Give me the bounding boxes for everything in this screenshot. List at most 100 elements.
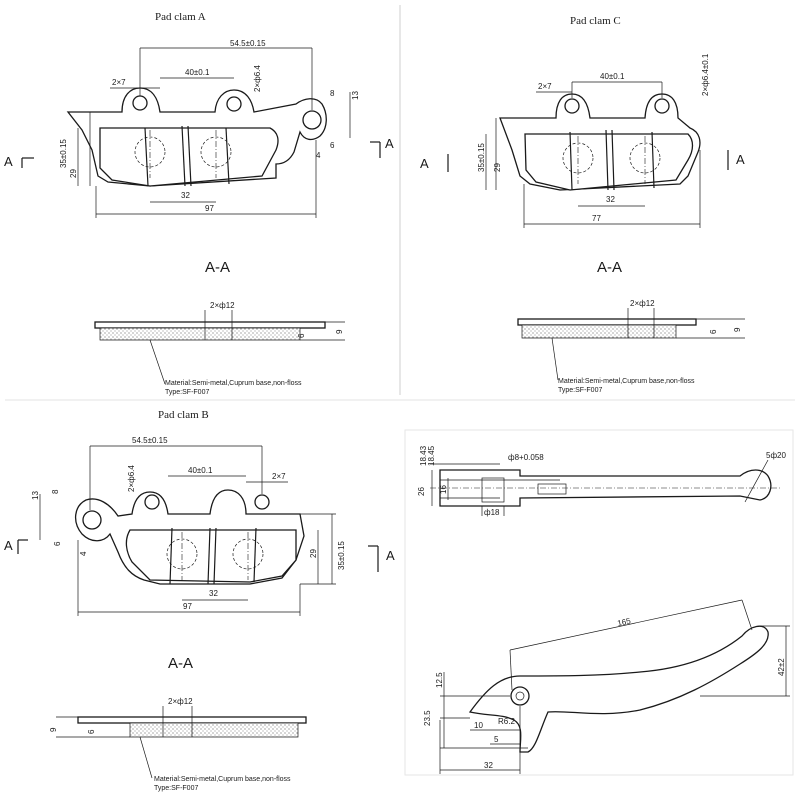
pad-c-slot-2b bbox=[611, 129, 615, 191]
pad-b-dim-545: 54.5±0.15 bbox=[132, 436, 168, 445]
pad-b-section-dim-9: 9 bbox=[49, 727, 58, 732]
pad-c-piston-circle-left bbox=[562, 142, 594, 174]
pad-b-pin-hole bbox=[82, 510, 102, 530]
pad-c-section-plate bbox=[517, 318, 697, 326]
pad-c-section-label-right: A bbox=[736, 152, 745, 167]
pad-c-piston-circle-right bbox=[629, 142, 661, 174]
pad-a-piston-circle-right bbox=[200, 136, 232, 168]
pad-b-dim-2x7: 2×7 bbox=[272, 472, 286, 481]
lever-pivot-outer bbox=[510, 686, 530, 706]
pad-b-dim-32: 32 bbox=[209, 589, 218, 598]
pad-c-mount-hole-right bbox=[654, 98, 670, 114]
pad-a-section-dim-6: 6 bbox=[297, 333, 306, 338]
pad-c-leader bbox=[551, 337, 559, 381]
pad-a-section-label-left: A bbox=[4, 154, 13, 169]
pad-b-slot-3 bbox=[253, 527, 257, 583]
pad-a-section-hole-dim: 2×ф12 bbox=[210, 301, 235, 310]
pad-b-mount-hole-left bbox=[144, 494, 160, 510]
pad-b-leader bbox=[139, 736, 153, 779]
lever-dim-1845: 18.45 bbox=[427, 445, 436, 466]
lever-dim-235: 23.5 bbox=[423, 710, 432, 726]
pad-clam-a-panel: Pad clam A 54.5±0.15 40±0.1 2×7 2×ф6.4 8 bbox=[4, 11, 394, 396]
pad-c-dim-29: 29 bbox=[493, 163, 502, 172]
lever-ext-165-b bbox=[741, 599, 753, 631]
lever-dim-r62: R6.2 bbox=[498, 717, 515, 726]
lever-ext-165-a bbox=[509, 649, 513, 691]
pad-a-dim-8: 8 bbox=[330, 89, 335, 98]
pad-c-slot-1 bbox=[569, 131, 573, 191]
pad-a-dim-29: 29 bbox=[69, 169, 78, 178]
pad-a-dim-35: 35±0.15 bbox=[59, 139, 68, 168]
pad-c-dim-32: 32 bbox=[606, 195, 615, 204]
pad-c-dim-hole: 2×ф6.4±0.1 bbox=[701, 53, 710, 96]
pad-b-section-friction bbox=[129, 722, 299, 738]
lever-top-view bbox=[439, 469, 772, 507]
pad-b-dim-35: 35±0.15 bbox=[337, 541, 346, 570]
lever-top-slot bbox=[537, 483, 567, 495]
pad-b-friction-block bbox=[125, 529, 297, 583]
pad-c-section-title: A-A bbox=[597, 259, 622, 276]
pad-a-slot-2b bbox=[187, 125, 192, 187]
pad-b-section-dim-6: 6 bbox=[87, 729, 96, 734]
pad-b-material: Material:Semi-metal,Cuprum base,non-flos… bbox=[154, 776, 291, 783]
lever-panel-border bbox=[404, 429, 794, 776]
pad-a-slot-1 bbox=[144, 127, 149, 187]
pad-b-dim-6: 6 bbox=[53, 541, 62, 546]
pad-a-section-title: A-A bbox=[205, 259, 230, 276]
lever-dim-165: 165 bbox=[617, 616, 632, 628]
lever-dim-42: 42±2 bbox=[777, 658, 786, 676]
pad-c-material: Material:Semi-metal,Cuprum base,non-flos… bbox=[558, 378, 695, 385]
lever-dim-1843: 18.43 bbox=[419, 445, 428, 466]
pad-b-mount-hole-right bbox=[254, 494, 270, 510]
pad-a-dim-2x7: 2×7 bbox=[112, 78, 126, 87]
pad-b-section-title: A-A bbox=[168, 655, 193, 672]
pad-a-piston-circle-left bbox=[134, 136, 166, 168]
pad-b-slot-2b bbox=[213, 527, 217, 585]
lever-dim-phi8: ф8+0.058 bbox=[508, 453, 544, 462]
pad-b-slot-1 bbox=[169, 527, 173, 585]
pad-a-pin-hole bbox=[302, 110, 322, 130]
lever-dim-32: 32 bbox=[484, 761, 493, 770]
pad-a-section-friction bbox=[99, 327, 301, 341]
pad-b-dim-40: 40±0.1 bbox=[188, 466, 213, 475]
pad-a-dim-97: 97 bbox=[205, 204, 214, 213]
lever-dim-10: 10 bbox=[474, 721, 483, 730]
pad-b-dim-97: 97 bbox=[183, 602, 192, 611]
pad-a-dim-hole: 2×ф6.4 bbox=[253, 65, 262, 92]
lever-dim-phi18: ф18 bbox=[484, 508, 500, 517]
pad-c-dim-35: 35±0.15 bbox=[477, 143, 486, 172]
lever-dim-26: 26 bbox=[417, 487, 426, 496]
lever-dim-5: 5 bbox=[494, 735, 499, 744]
lever-panel: 18.43 18.45 ф8+0.058 5ф20 26 16 ф18 165 … bbox=[417, 445, 790, 774]
pad-c-section-dim-9: 9 bbox=[733, 327, 742, 332]
pad-a-mount-hole-right bbox=[226, 96, 242, 112]
pad-c-section-hole-dim: 2×ф12 bbox=[630, 299, 655, 308]
pad-a-dim-6: 6 bbox=[330, 141, 335, 150]
pad-a-mount-hole-left bbox=[132, 95, 148, 111]
lever-dim-125: 12.5 bbox=[435, 672, 444, 688]
pad-c-section-friction bbox=[521, 324, 677, 339]
lever-pivot-inner bbox=[515, 691, 525, 701]
pad-c-mount-hole-left bbox=[564, 98, 580, 114]
pad-a-slot-2a bbox=[181, 125, 186, 187]
lever-dim-16: 16 bbox=[439, 485, 448, 494]
pad-c-dim-2x7: 2×7 bbox=[538, 82, 552, 91]
pad-b-dim-13: 13 bbox=[31, 491, 40, 500]
pad-b-title: Pad clam B bbox=[158, 409, 209, 421]
pad-a-leader bbox=[149, 339, 166, 385]
lever-top-leader bbox=[744, 459, 769, 503]
pad-b-piston-circle-left bbox=[166, 538, 198, 570]
pad-c-title: Pad clam C bbox=[570, 15, 621, 27]
pad-c-dim-40: 40±0.1 bbox=[600, 72, 625, 81]
pad-b-dim-4: 4 bbox=[79, 551, 88, 556]
pad-a-slot-3 bbox=[225, 127, 230, 185]
pad-c-section-dim-6: 6 bbox=[709, 329, 718, 334]
pad-a-section-label-right: A bbox=[385, 136, 394, 151]
pad-c-type: Type:SF-F007 bbox=[558, 387, 602, 394]
pad-a-material: Material:Semi-metal,Cuprum base,non-flos… bbox=[165, 380, 302, 387]
pad-a-dim-13: 13 bbox=[351, 91, 360, 100]
pad-b-type: Type:SF-F007 bbox=[154, 785, 198, 792]
pad-b-section-label-right: A bbox=[386, 548, 395, 563]
pad-clam-b-panel: Pad clam B 54.5±0.15 40±0.1 2×ф6.4 2×7 1… bbox=[4, 409, 395, 792]
